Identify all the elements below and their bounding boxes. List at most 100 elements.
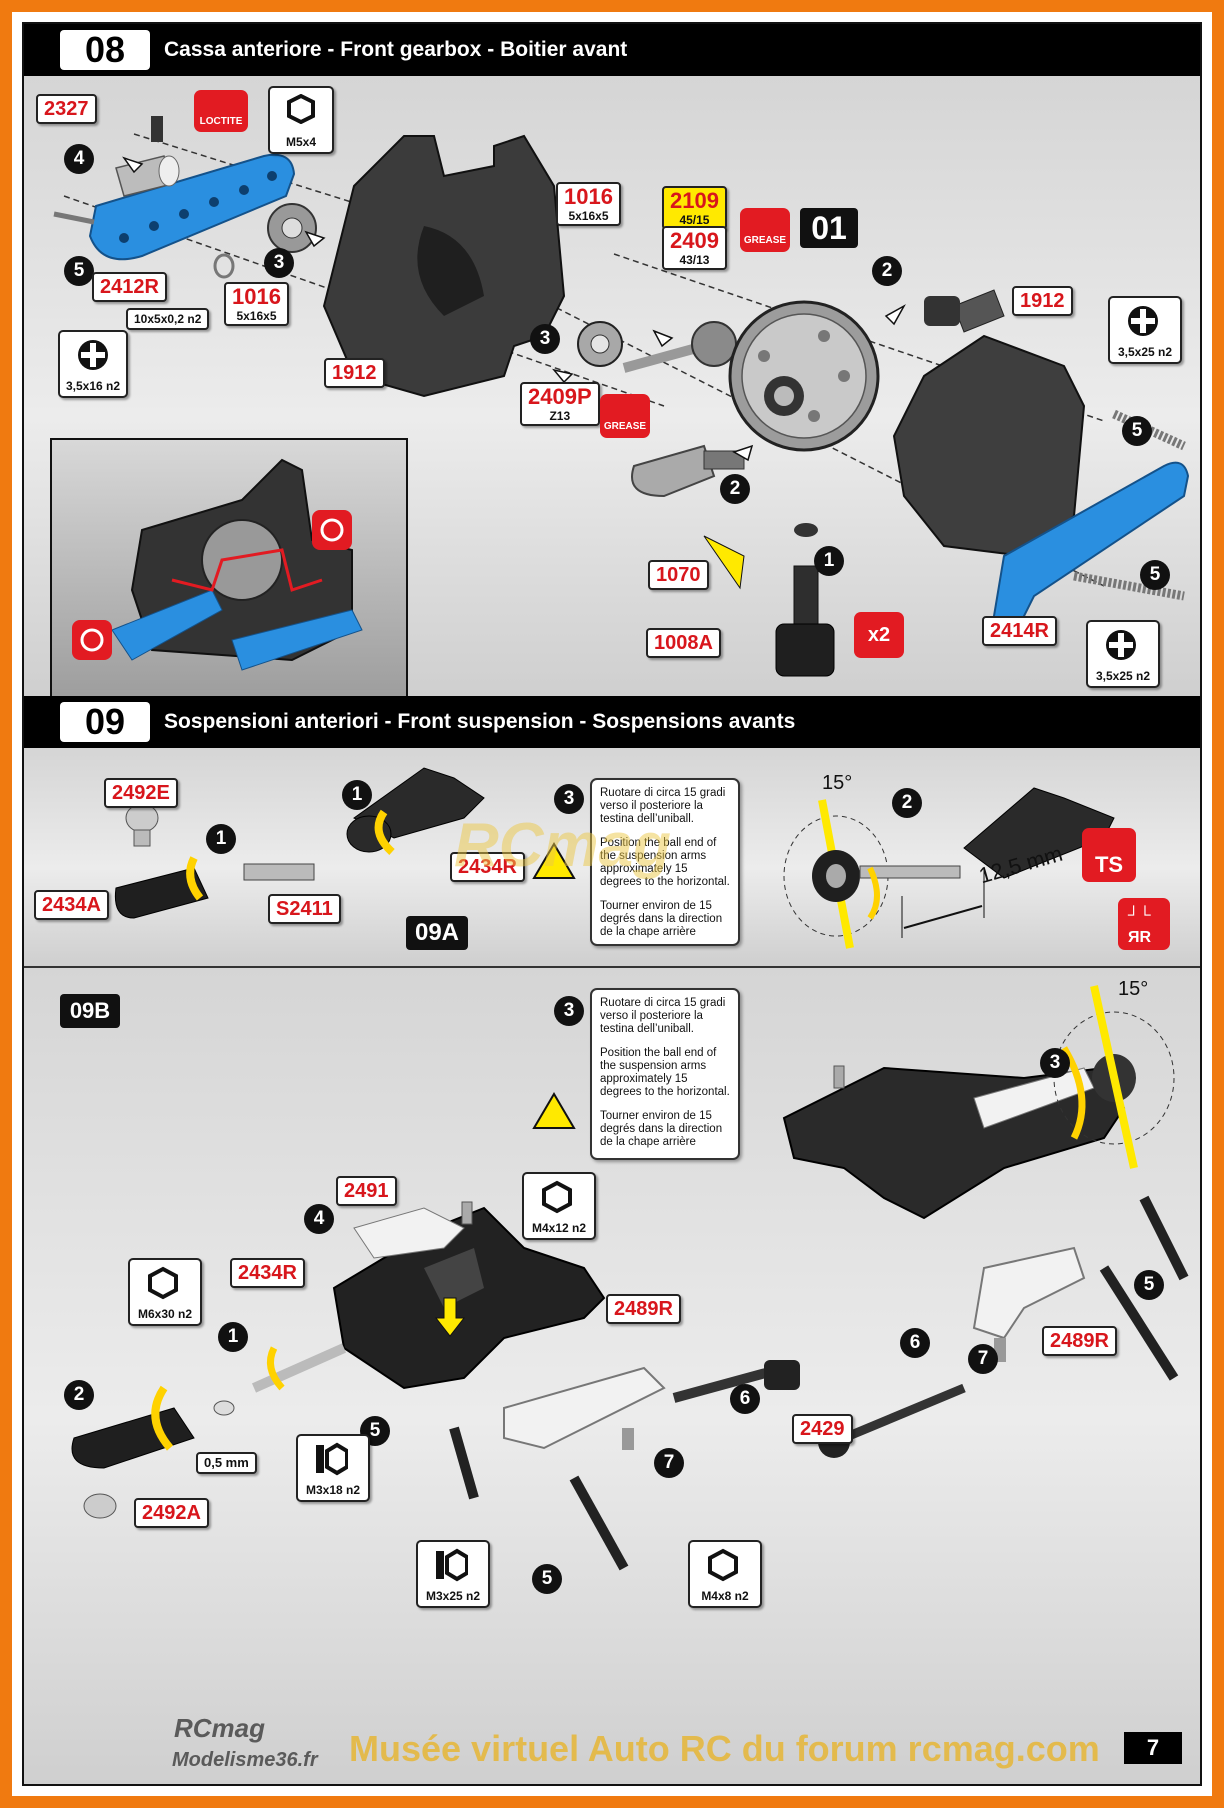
section-08-number: 08 bbox=[60, 30, 150, 70]
section-09-header: 09 Sospensioni anteriori - Front suspens… bbox=[24, 696, 1200, 748]
gearbox-exploded-illustration bbox=[53, 116, 1190, 677]
rcmag-watermark-overlay: RCmag bbox=[454, 811, 672, 880]
step-6-left: 6 bbox=[730, 1384, 760, 1414]
step-7-left: 7 bbox=[654, 1448, 684, 1478]
instruction-note-09a: Ruotare di circa 15 gradi verso il poste… bbox=[590, 778, 740, 946]
part-label-2434A: 2434A bbox=[34, 890, 109, 920]
section-09-number: 09 bbox=[60, 702, 150, 742]
section-09-title: Sospensioni anteriori - Front suspension… bbox=[164, 710, 796, 733]
part-label-S2411: S2411 bbox=[268, 894, 341, 924]
ts-badge: TS bbox=[1082, 828, 1136, 882]
section-08-header: 08 Cassa anteriore - Front gearbox - Boi… bbox=[24, 24, 1200, 76]
page-number: 7 bbox=[1124, 1732, 1182, 1764]
museum-watermark: Musée virtuel Auto RC du forum rcmag.com bbox=[349, 1728, 1100, 1769]
step-5-right-bottom: 5 bbox=[1140, 560, 1170, 590]
part-label-2492E: 2492E bbox=[104, 778, 178, 808]
part-label-1008A: 1008A bbox=[646, 628, 721, 658]
part-label-1912-right: 1912 bbox=[1012, 286, 1073, 316]
part-label-2434R-b: 2434R bbox=[230, 1258, 305, 1288]
part-label-2414R: 2414R bbox=[982, 616, 1057, 646]
step-5-b-bottom: 5 bbox=[532, 1564, 562, 1594]
hex-key-icon bbox=[436, 1548, 468, 1582]
gap-label: 0,5 mm bbox=[196, 1452, 257, 1474]
step-1-a: 1 bbox=[206, 824, 236, 854]
angle-label-a: 15° bbox=[822, 772, 853, 794]
instruction-note-09b: Ruotare di circa 15 gradi verso il poste… bbox=[590, 988, 740, 1160]
assembly-tag-01: 01 bbox=[800, 208, 858, 248]
sub-step-09A: 09A bbox=[406, 916, 468, 950]
step-5-right-top: 5 bbox=[1122, 416, 1152, 446]
part-label-2489R-left: 2489R bbox=[606, 1294, 681, 1324]
part-label-2109: 2109 45/15 bbox=[662, 186, 727, 230]
svg-text:┘└: ┘└ bbox=[1127, 905, 1151, 924]
loctite-badge: LOCTITE bbox=[194, 90, 248, 132]
part-label-2434R-a: 2434R bbox=[450, 852, 525, 882]
step-2-top: 2 bbox=[872, 256, 902, 286]
part-label-1912-left: 1912 bbox=[324, 358, 385, 388]
brand-subtitle: Modelisme36.fr bbox=[172, 1749, 318, 1771]
step-4-b: 4 bbox=[304, 1204, 334, 1234]
tool-phillips-3525-bottom: 3,5x25 n2 bbox=[1086, 620, 1160, 688]
sub-step-09B: 09B bbox=[60, 994, 120, 1028]
washer-label: 10x5x0,2 n2 bbox=[126, 308, 210, 330]
tool-hex-m5x4: M5x4 bbox=[268, 86, 334, 154]
tool-hex-m4x8: M4x8 n2 bbox=[688, 1540, 762, 1608]
part-label-2412R: 2412R bbox=[92, 272, 167, 302]
gearbox-cutaway-inset bbox=[50, 438, 408, 706]
step-1-b2: 1 bbox=[218, 1322, 248, 1352]
step-5-b-right: 5 bbox=[1134, 1270, 1164, 1300]
suspension-arm-assembly-illustration bbox=[114, 767, 1115, 949]
tool-phillips-3525-top: 3,5x25 n2 bbox=[1108, 296, 1182, 364]
part-label-2491: 2491 bbox=[336, 1176, 397, 1206]
brand-logo: RCmag bbox=[174, 1713, 266, 1743]
part-label-2429: 2429 bbox=[792, 1414, 853, 1444]
tool-hex-m4x12: M4x12 n2 bbox=[522, 1172, 596, 1240]
left-right-icon: ┘└ ЯR bbox=[1118, 898, 1170, 950]
step-2-a: 2 bbox=[892, 788, 922, 818]
grease-badge-bottom: GREASE bbox=[600, 394, 650, 438]
tool-hex-m6x30: M6x30 n2 bbox=[128, 1258, 202, 1326]
phillips-screw-icon bbox=[1106, 630, 1136, 660]
section-09b-panel: 09B 3 Ruotare di circa 15 gradi verso il… bbox=[24, 968, 1200, 1784]
section-08-title: Cassa anteriore - Front gearbox - Boitie… bbox=[164, 38, 628, 61]
tool-phillips-3516: 3,5x16 n2 bbox=[58, 330, 128, 398]
part-label-1070: 1070 bbox=[648, 560, 709, 590]
step-3-center: 3 bbox=[530, 324, 560, 354]
suspension-rear-illustration bbox=[71, 985, 1189, 1571]
step-3-left: 3 bbox=[264, 248, 294, 278]
hex-key-icon bbox=[148, 1266, 178, 1300]
section-09a-panel: 2492E 1 1 3 2434R 2434A S2411 09A Ruotar… bbox=[24, 748, 1200, 968]
gearbox-cutaway-illustration bbox=[72, 458, 363, 671]
hex-key-icon bbox=[708, 1548, 738, 1582]
part-label-2327: 2327 bbox=[36, 94, 97, 124]
step-7-right: 7 bbox=[968, 1344, 998, 1374]
step-3-b: 3 bbox=[1040, 1048, 1070, 1078]
step-3-b-note: 3 bbox=[554, 996, 584, 1026]
svg-text:ЯR: ЯR bbox=[1128, 929, 1152, 946]
step-1-b: 1 bbox=[342, 780, 372, 810]
step-4: 4 bbox=[64, 144, 94, 174]
step-2-bottom: 2 bbox=[720, 474, 750, 504]
tool-hex-m3x18: M3x18 n2 bbox=[296, 1434, 370, 1502]
phillips-screw-icon bbox=[1128, 306, 1158, 336]
step-5: 5 bbox=[64, 256, 94, 286]
manual-page-frame: 08 Cassa anteriore - Front gearbox - Boi… bbox=[22, 22, 1202, 1786]
phillips-screw-icon bbox=[78, 340, 108, 370]
step-3-a: 3 bbox=[554, 784, 584, 814]
step-1: 1 bbox=[814, 546, 844, 576]
part-label-2492A: 2492A bbox=[134, 1498, 209, 1528]
part-label-2409P: 2409P Z13 bbox=[520, 382, 600, 426]
page: 08 Cassa anteriore - Front gearbox - Boi… bbox=[12, 12, 1212, 1796]
hex-key-icon bbox=[287, 94, 315, 124]
hex-key-icon bbox=[316, 1442, 348, 1476]
step-6-right: 6 bbox=[900, 1328, 930, 1358]
angle-label-b: 15° bbox=[1118, 978, 1149, 1000]
hex-key-icon bbox=[542, 1180, 572, 1214]
part-label-1016-left: 1016 5x16x5 bbox=[224, 282, 289, 326]
part-label-2409: 2409 43/13 bbox=[662, 226, 727, 270]
grease-badge-top: GREASE bbox=[740, 208, 790, 252]
tool-hex-m3x25: M3x25 n2 bbox=[416, 1540, 490, 1608]
step-2-b: 2 bbox=[64, 1380, 94, 1410]
part-label-1016-center: 1016 5x16x5 bbox=[556, 182, 621, 226]
part-label-2489R-right: 2489R bbox=[1042, 1326, 1117, 1356]
